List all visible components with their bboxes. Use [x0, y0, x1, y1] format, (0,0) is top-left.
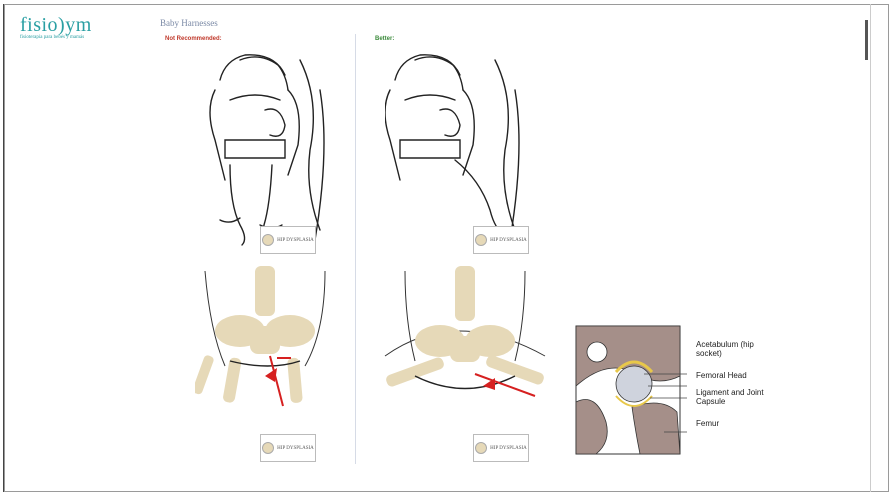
badge-text: HIP DYSPLASIA: [490, 446, 527, 451]
narrow-harness-illustration: [180, 50, 340, 250]
sheet-title: Baby Harnesses: [160, 18, 218, 28]
badge-emblem-icon: [262, 442, 274, 454]
logo-tagline: fisioterapia para bebés y mamás: [20, 35, 120, 40]
hip-dysplasia-badge: HIP DYSPLASIA: [260, 434, 316, 462]
badge-emblem-icon: [475, 442, 487, 454]
label-ligament-capsule: Ligament and Joint Capsule: [696, 388, 768, 406]
center-divider: [355, 34, 356, 464]
label-femoral-head: Femoral Head: [696, 371, 747, 380]
badge-text: HIP DYSPLASIA: [277, 446, 314, 451]
scroll-indicator[interactable]: [865, 20, 868, 60]
label-not-recommended: Not Recommended:: [165, 36, 222, 42]
hip-dysplasia-badge: HIP DYSPLASIA: [473, 434, 529, 462]
wide-harness-illustration: [385, 50, 545, 250]
brand-logo[interactable]: fisio)ym fisioterapia para bebés y mamás: [20, 14, 120, 50]
right-divider: [870, 4, 871, 492]
hip-dysplasia-badge: HIP DYSPLASIA: [473, 226, 529, 254]
logo-wordmark: fisio)ym: [20, 14, 120, 37]
label-better: Better:: [375, 36, 394, 42]
hip-bones-not-recommended: [195, 266, 345, 426]
hip-bones-better: [375, 266, 555, 426]
hip-dysplasia-badge: HIP DYSPLASIA: [260, 226, 316, 254]
badge-emblem-icon: [475, 234, 487, 246]
hip-joint-diagram: Acetabulum (hip socket) Femoral Head Lig…: [572, 322, 772, 460]
badge-text: HIP DYSPLASIA: [490, 238, 527, 243]
label-femur: Femur: [696, 419, 719, 428]
label-acetabulum: Acetabulum (hip socket): [696, 340, 768, 358]
badge-text: HIP DYSPLASIA: [277, 238, 314, 243]
badge-emblem-icon: [262, 234, 274, 246]
harness-sheet: Baby Harnesses Not Recommended: Better: …: [160, 14, 555, 470]
